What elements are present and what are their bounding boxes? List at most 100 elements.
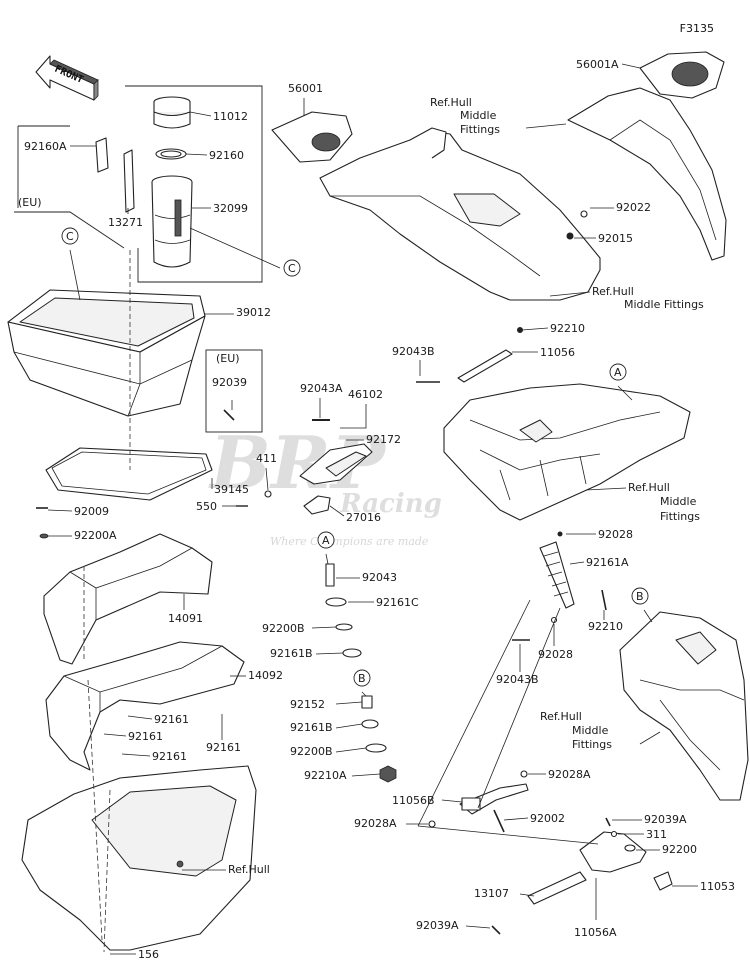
hull-section-a [443,383,691,521]
bracket-boxes [14,85,263,433]
part-callout: 46102 [348,388,383,401]
watermark-sub: Racing [339,489,442,519]
leader-line [103,733,127,737]
part-callout: Fittings [572,738,612,751]
part-callout: 92161 [128,730,163,743]
part-callout: 39012 [236,306,271,319]
part-callout: Ref.Hull [430,96,472,109]
part-callout: 311 [646,828,667,841]
part-callout: Middle Fittings [624,298,704,311]
hull-panel [21,765,257,951]
figure-code: F3135 [679,22,714,35]
part-callout: 92043A [300,382,343,395]
storage-cap-assembly [95,96,193,268]
part-callout: C [288,262,296,275]
part-callout: 92028 [598,528,633,541]
part-callout: 92028A [548,768,591,781]
part-callout: 56001 [288,82,323,95]
part-callout: A [614,366,622,379]
part-callout: 11056B [392,794,435,807]
part-callout: 32099 [213,202,248,215]
part-callout: 92210 [550,322,585,335]
part-callout: Fittings [460,123,500,136]
part-callout: 92161C [376,596,419,609]
storage-bin [7,289,206,417]
hull-section-b [619,611,749,801]
part-callout: C [66,230,74,243]
leader-line [329,505,345,517]
part-callout: 92210A [304,769,347,782]
reference-circle [353,669,371,687]
part-callout: B [358,672,366,685]
leader-line [621,63,641,69]
part-callout: 92039 [212,376,247,389]
part-callout: Middle [460,109,497,122]
leader-line [525,123,567,129]
part-callout: 156 [138,948,159,961]
leader-line [185,153,208,156]
part-callout: 92161 [154,713,189,726]
part-callout: 92160 [209,149,244,162]
part-callout: 92161 [152,750,187,763]
part-callout: 56001A [576,58,619,71]
leader-line [521,327,549,331]
hull-middle-top [319,127,601,301]
part-callout: 11056A [574,926,617,939]
leader-line [441,799,463,803]
part-callout: Ref.Hull [228,863,270,876]
part-callout: 11012 [213,110,248,123]
watermark-tagline: Where Champions are made [270,535,429,548]
leader-line [189,111,212,117]
part-callout: A [322,534,330,547]
leader-line [503,817,529,821]
part-callout: 92039A [644,813,687,826]
leader-line [189,227,281,269]
leader-line [47,509,73,512]
part-callout: 13271 [108,216,143,229]
part-callout: (EU) [216,352,240,365]
hardware-right [416,327,673,935]
leader-line [69,249,81,301]
part-callout: Ref.Hull [628,481,670,494]
part-callout: 92160A [24,140,67,153]
part-callout: 92161B [290,721,333,734]
leader-line [127,715,153,720]
part-callout: 92002 [530,812,565,825]
leader-line [351,773,381,777]
callouts: 11012 92160A 92160 13271 32099 (EU) C C 39012 (EU… [18,58,735,961]
part-callout: 92200B [262,622,305,635]
part-callout: 92200 [662,843,697,856]
part-callout: Ref.Hull [592,285,634,298]
part-callout: 92015 [598,232,633,245]
reference-circle [609,363,627,381]
part-callout: (EU) [18,196,42,209]
part-callout: Middle [660,495,697,508]
part-callout: 92039A [416,919,459,932]
leader-line [519,893,535,897]
leader-line [617,385,633,401]
front-arrow: FRONT [35,55,99,101]
part-callout: 92200A [74,529,117,542]
part-callout: 92161 [206,741,241,754]
leader-line [361,691,367,697]
part-callout: 92043B [496,673,539,686]
part-callout: 14091 [168,612,203,625]
leader-line [549,291,591,297]
leader-line [325,553,329,565]
leader-line [340,404,367,429]
part-callout: 411 [256,452,277,465]
part-callout: 11056 [540,346,575,359]
part-callout: 92200B [290,745,333,758]
part-callout: Ref.Hull [540,710,582,723]
leader-line [569,561,585,565]
leader-line [465,925,491,929]
part-callout: 92210 [588,620,623,633]
hardware-center [36,409,397,783]
cover-14092 [45,641,245,771]
part-callout: 92152 [290,698,325,711]
part-callout: 550 [196,500,217,513]
part-callout: 27016 [346,511,381,524]
reference-circle [631,587,649,605]
windshield-56001A [566,51,727,261]
